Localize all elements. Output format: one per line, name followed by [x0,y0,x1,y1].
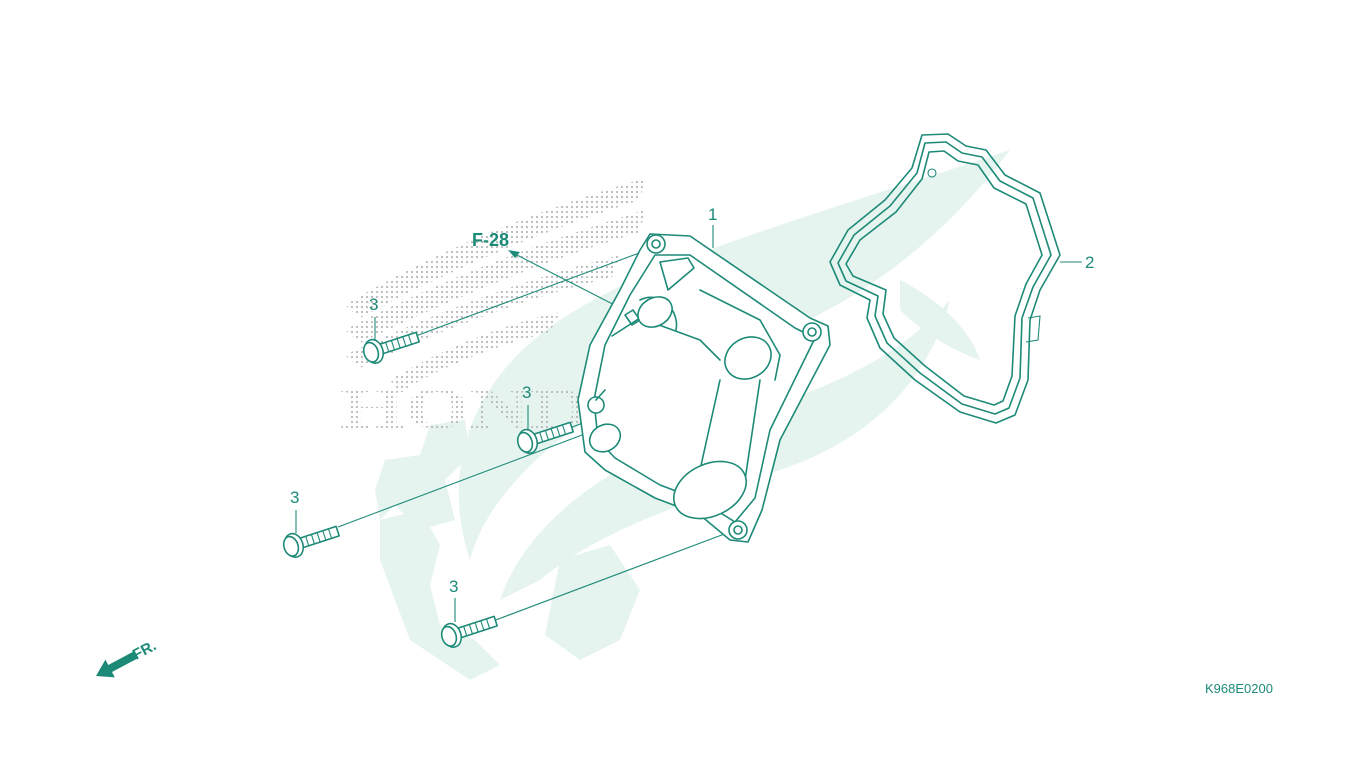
bolt-2 [516,421,574,454]
part-label-bolt-3: 3 [290,488,299,507]
arrow-left-icon [96,651,137,678]
gasket [829,133,1061,424]
bolt-1 [362,331,420,364]
part-label-bolt-2: 3 [522,383,531,402]
front-direction-indicator: FR. [96,637,159,678]
part-label-bolt-1: 3 [369,295,378,314]
part-label-bolt-4: 3 [449,577,458,596]
bolt-4 [440,615,498,648]
part-label-gasket: 2 [1085,253,1094,272]
part-label-cover: 1 [708,205,717,224]
cylinder-head-cover [577,233,831,543]
reference-link-label[interactable]: F-28 [472,230,509,250]
callout-lines [295,225,1082,622]
bolt-3 [282,525,340,558]
diagram-code: K968E0200 [1205,681,1273,696]
